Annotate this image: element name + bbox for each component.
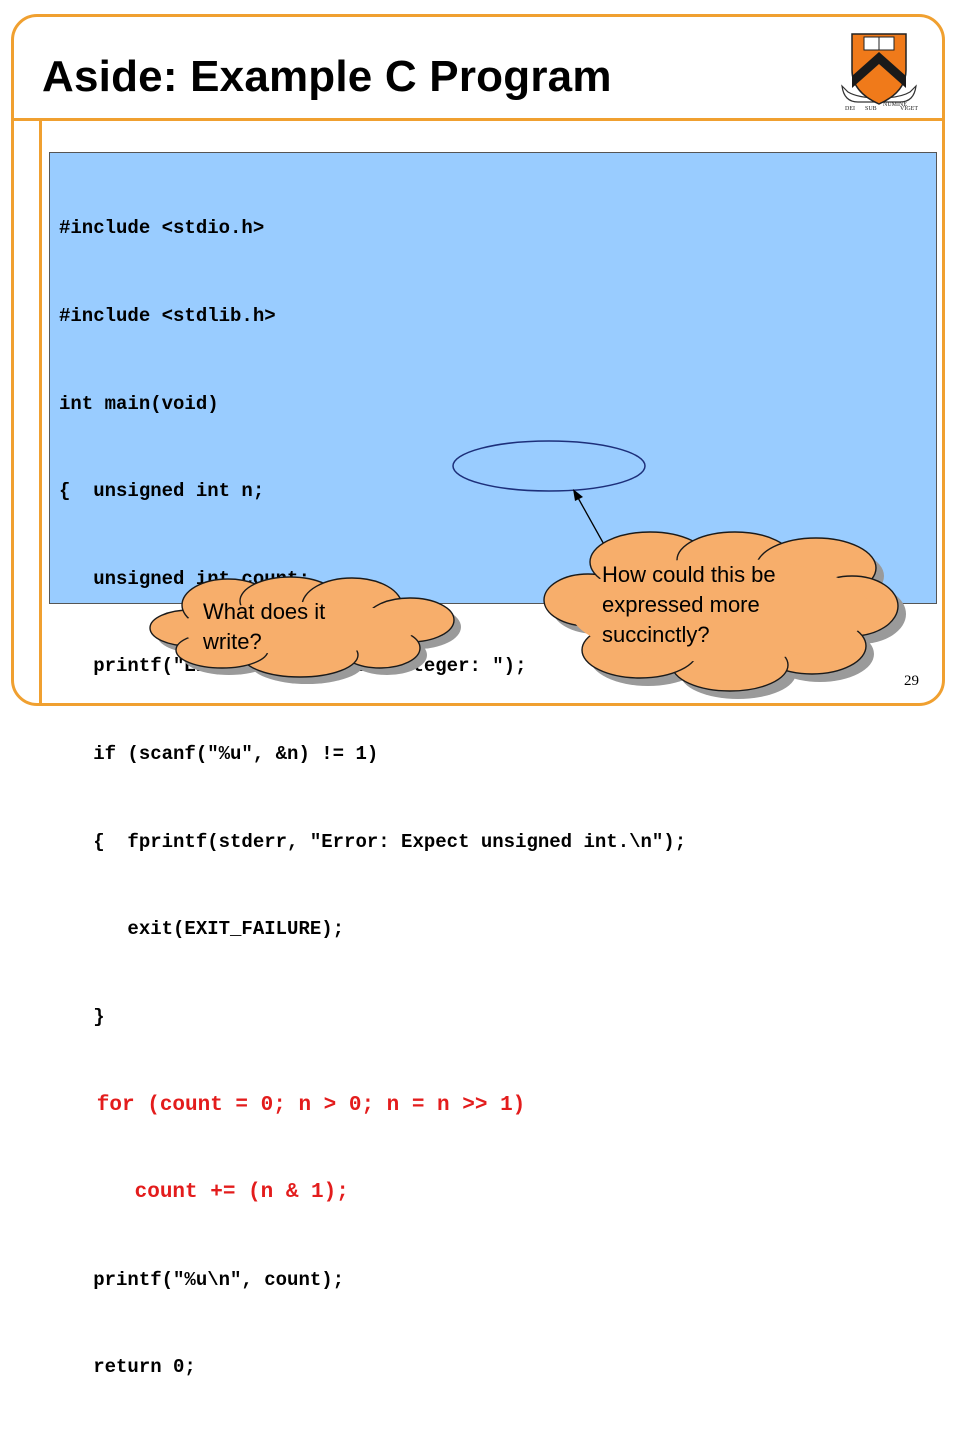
callout-text-left: What does it write? (203, 599, 326, 654)
code-line: if (scanf("%u", &n) != 1) (59, 743, 379, 766)
crest-ribbon (841, 84, 917, 103)
code-line: unsigned int count; (59, 567, 310, 590)
code-line: #include <stdio.h> (59, 217, 265, 240)
code-line: { fprintf(stderr, "Error: Expect unsigne… (59, 830, 687, 853)
code-line: return 0; (59, 1356, 196, 1379)
code-line-highlighted: for (count = 0; n > 0; n = n >> 1) (59, 1093, 526, 1117)
code-line: #include <stdlib.h> (59, 305, 276, 328)
code-line: } (59, 1005, 105, 1028)
code-line: { unsigned int n; (59, 480, 265, 503)
page-number: 29 (904, 673, 919, 689)
callout-text-right: How could this be expressed more succinc… (602, 562, 776, 647)
side-divider (39, 121, 42, 705)
crest-motto-4: VIGET (900, 106, 918, 112)
princeton-shield-icon: DEI SUB NUMINE VIGET (841, 33, 918, 112)
code-listing: #include <stdio.h> #include <stdlib.h> i… (59, 156, 686, 1440)
title-divider (14, 118, 942, 121)
crest-motto-2: SUB (865, 106, 877, 112)
slide-title: Aside: Example C Program (42, 52, 612, 101)
code-line-highlighted: count += (n & 1); (59, 1181, 349, 1205)
crest-motto-3: NUMINE (883, 102, 907, 108)
code-line: printf("%u\n", count); (59, 1268, 345, 1291)
code-line: exit(EXIT_FAILURE); (59, 918, 345, 941)
crest-motto-1: DEI (845, 106, 855, 112)
code-line: int main(void) (59, 392, 219, 415)
code-listing-box (49, 152, 937, 604)
slide-frame (11, 14, 945, 706)
crest-chevron (852, 52, 906, 88)
